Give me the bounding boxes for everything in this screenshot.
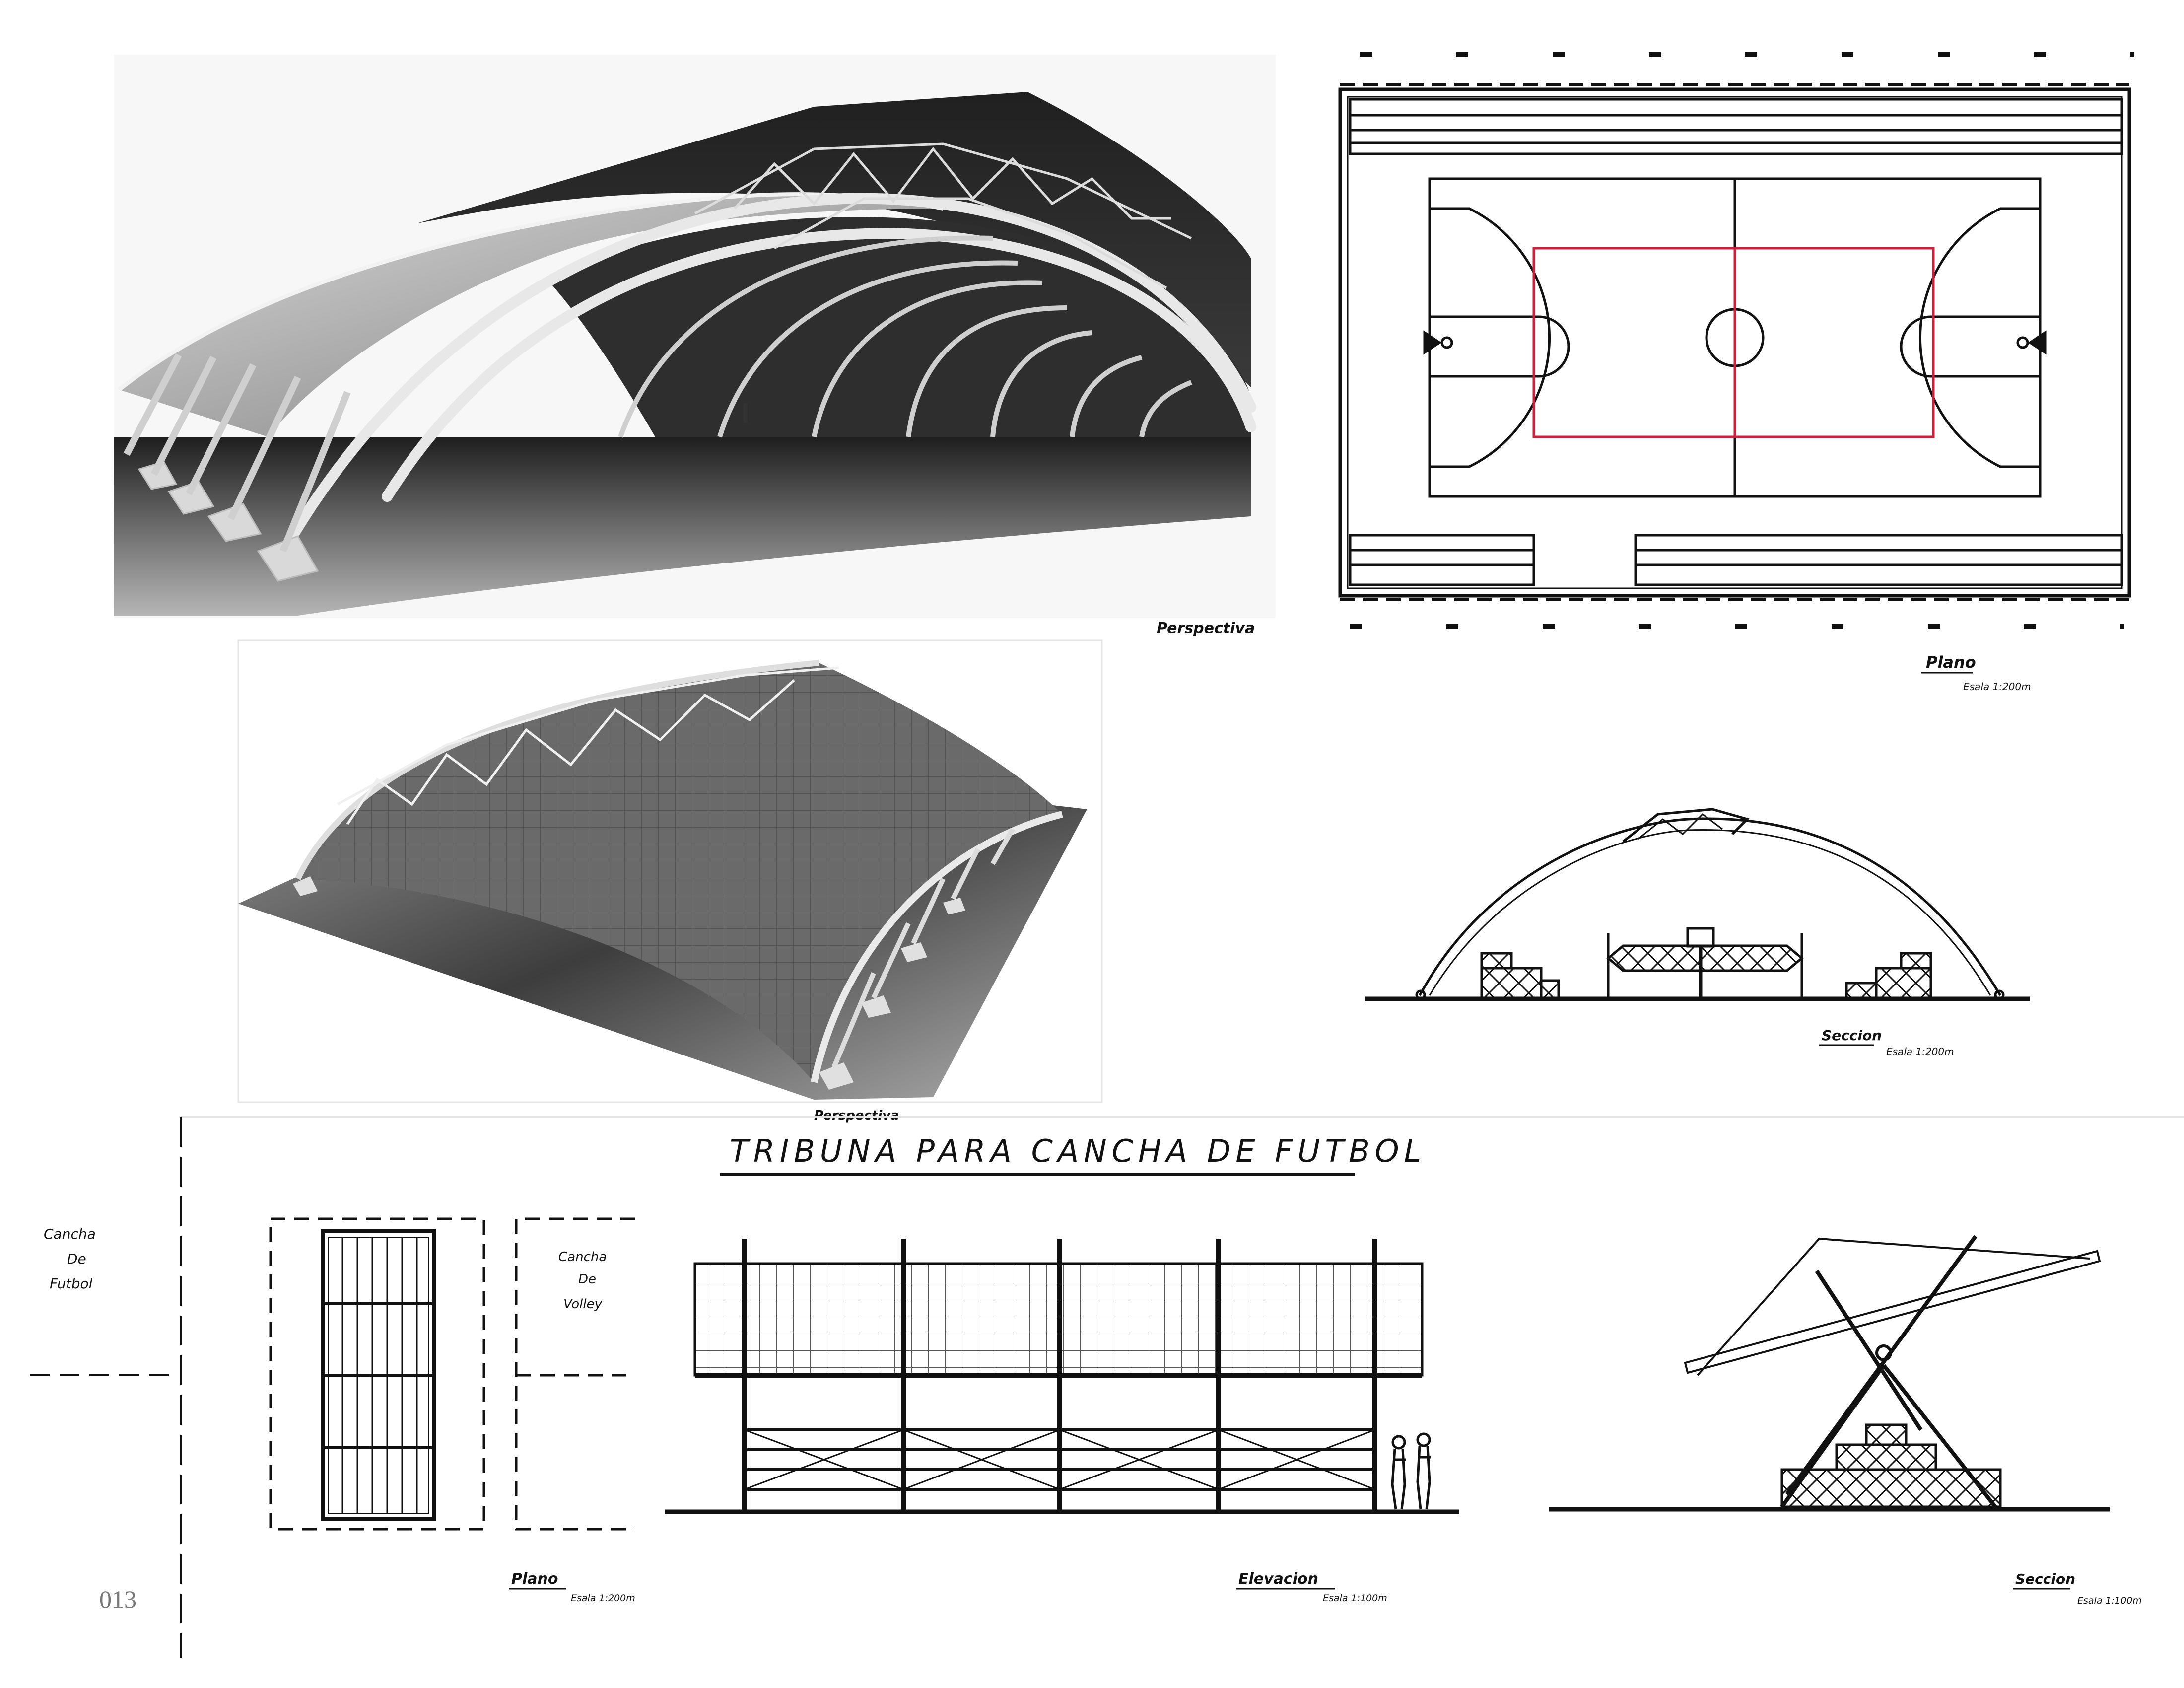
label-cancha-volley-1: Cancha [558, 1250, 607, 1265]
tribune-elevation-scale: Esala 1:100m [1323, 1593, 1387, 1604]
label-cancha-volley-2: De [578, 1272, 596, 1287]
tribune-title: Tribuna para cancha de futbol [730, 1133, 1426, 1169]
court-plan-label: Plano [1926, 653, 1976, 672]
tribune-plan-scale: Esala 1:200m [571, 1593, 635, 1604]
label-cancha-volley-3: Volley [563, 1297, 603, 1312]
tribune-elevation-drawing [665, 1239, 1459, 1514]
tribune-section-label: Seccion [2015, 1571, 2075, 1587]
court-plan-scale: Esala 1:200m [1963, 681, 2031, 693]
label-cancha-futbol-2: De [67, 1251, 86, 1267]
perspective-render-2: Perspectiva [237, 639, 1103, 1123]
court-plan-drawing [1338, 52, 2134, 629]
tribune-section-drawing [1549, 1235, 2110, 1512]
label-cancha-futbol-3: Futbol [50, 1275, 93, 1292]
perspective-2-label: Perspectiva [814, 1108, 899, 1123]
page-number: 013 [99, 1585, 136, 1613]
label-cancha-futbol-1: Cancha [44, 1226, 96, 1242]
tribune-elevation-label: Elevacion [1238, 1570, 1318, 1588]
court-section-drawing [1365, 808, 2030, 1001]
court-section-scale: Esala 1:200m [1886, 1046, 1954, 1057]
perspective-render-1: Perspectiva [114, 55, 1276, 637]
tribune-section-scale: Esala 1:100m [2077, 1595, 2142, 1606]
tribune-plan-label: Plano [511, 1570, 558, 1588]
tribune-plan-drawing [269, 1217, 635, 1531]
perspective-1-label: Perspectiva [1157, 620, 1255, 637]
court-section-label: Seccion [1822, 1027, 1882, 1044]
